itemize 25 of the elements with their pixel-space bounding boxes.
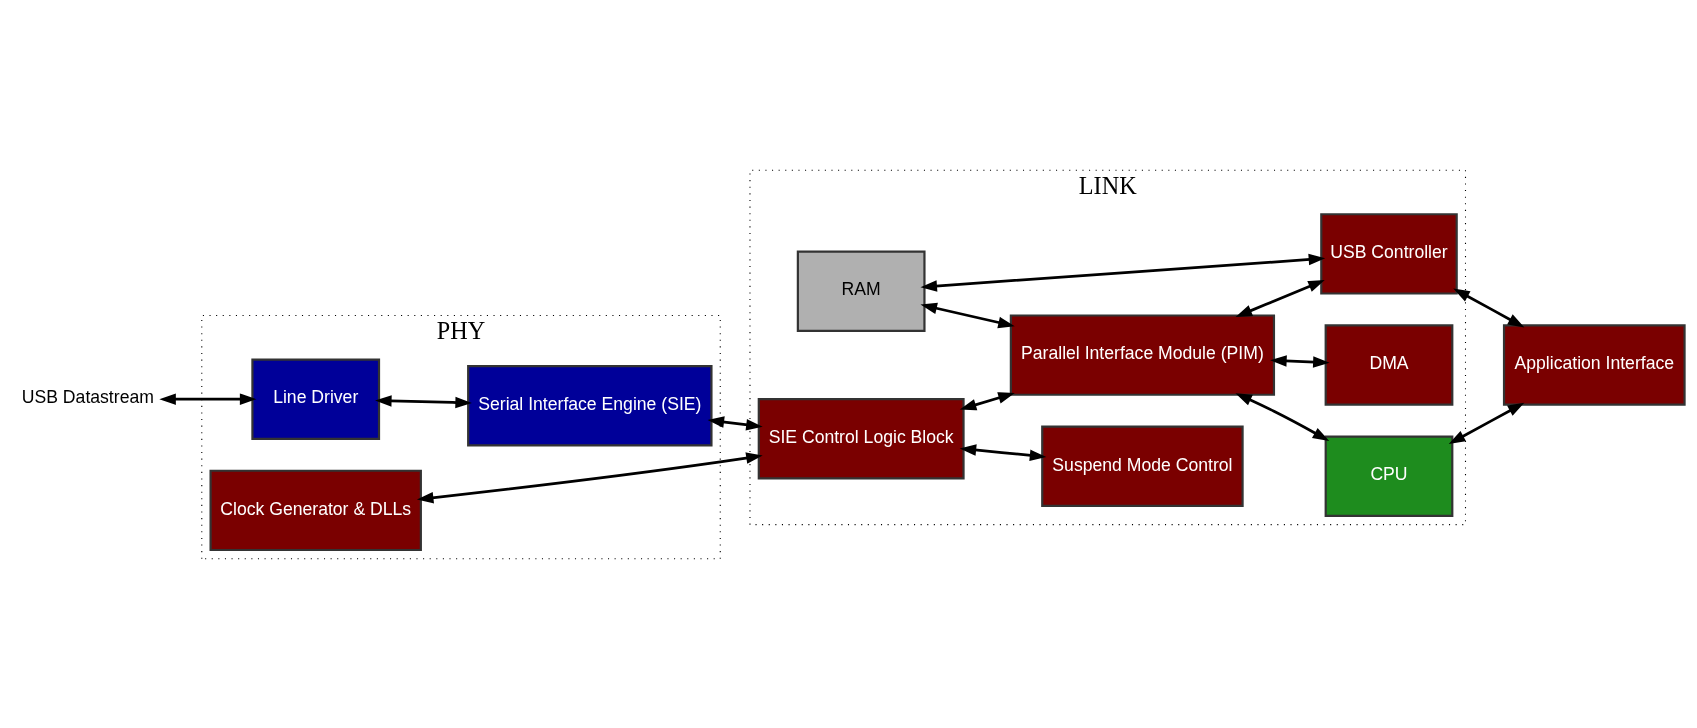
arrow <box>1448 402 1525 444</box>
node-box: Line Driver <box>251 357 381 440</box>
arrow <box>1235 392 1330 441</box>
node-text: USB Datastream <box>21 386 154 407</box>
node-box: Parallel Interface Module (PIM) <box>1009 313 1276 396</box>
node-box: Clock Generator & DLLs <box>209 469 422 551</box>
node-box: Serial Interface Engine (SIE) <box>467 364 713 446</box>
arrow <box>707 415 763 431</box>
node-box: Application Interface <box>1502 323 1686 406</box>
node-box: RAM <box>796 250 926 332</box>
arrow <box>1270 354 1330 368</box>
arrow <box>920 253 1326 292</box>
node-box: CPU <box>1324 435 1454 517</box>
arrow <box>1453 287 1525 327</box>
arrow <box>1235 279 1325 317</box>
node-box: USB Controller <box>1320 212 1458 295</box>
arrow <box>959 391 1015 410</box>
node-box: DMA <box>1324 323 1454 406</box>
node-box: Suspend Mode Control <box>1041 425 1244 507</box>
node-box: SIE Control Logic Block <box>757 397 965 480</box>
arrow <box>159 392 257 405</box>
arrow <box>959 443 1047 461</box>
arrow <box>920 302 1015 328</box>
arrow <box>416 451 763 503</box>
arrow <box>375 394 472 408</box>
